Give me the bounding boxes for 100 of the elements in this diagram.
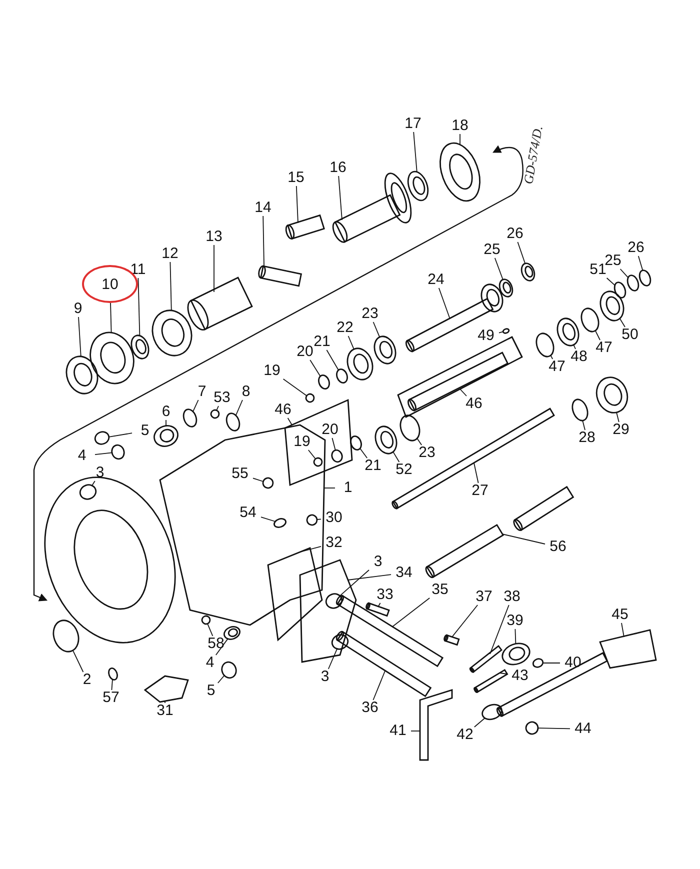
ring-part bbox=[336, 368, 348, 384]
plate-part bbox=[496, 629, 657, 717]
leader-line bbox=[413, 132, 418, 172]
shaft-part bbox=[425, 486, 574, 578]
leader-line bbox=[108, 432, 132, 438]
leader-line bbox=[170, 262, 172, 311]
callout-number: 8 bbox=[233, 383, 259, 401]
ring-part bbox=[154, 425, 178, 447]
leader-line bbox=[606, 278, 616, 286]
leader-line bbox=[110, 302, 112, 334]
ring-part bbox=[482, 704, 502, 720]
callout-number: 14 bbox=[250, 199, 276, 217]
callout-number: 28 bbox=[574, 429, 600, 447]
ring-part bbox=[346, 348, 374, 380]
leader-line bbox=[494, 258, 504, 280]
callout-number: 15 bbox=[283, 169, 309, 187]
callout-number: 44 bbox=[570, 720, 596, 738]
leader-line bbox=[192, 400, 199, 412]
callout-number: 58 bbox=[203, 635, 229, 653]
leader-line bbox=[316, 518, 322, 520]
leader-line bbox=[300, 546, 322, 552]
shaft-part bbox=[366, 602, 390, 617]
leader-line bbox=[360, 448, 368, 458]
ring-part bbox=[108, 668, 118, 680]
leader-line bbox=[460, 388, 467, 396]
ring-part bbox=[556, 318, 580, 346]
leader-line bbox=[378, 602, 381, 608]
ring-part bbox=[638, 270, 652, 286]
leader-line bbox=[438, 288, 450, 320]
leader-line bbox=[217, 675, 225, 684]
callout-number: 3 bbox=[365, 553, 391, 571]
leader-line bbox=[339, 570, 370, 596]
leader-line bbox=[550, 354, 554, 360]
ring-part bbox=[536, 332, 554, 358]
leader-line bbox=[260, 516, 276, 522]
callout-number: 3 bbox=[312, 668, 338, 686]
leader-line bbox=[638, 256, 644, 271]
ring-part bbox=[596, 376, 628, 414]
callout-number: 20 bbox=[317, 421, 343, 439]
ring-part bbox=[111, 444, 125, 460]
ring-part bbox=[350, 436, 362, 450]
ring-part bbox=[90, 332, 134, 384]
leader-line bbox=[138, 278, 140, 336]
leader-line bbox=[308, 450, 316, 460]
callout-number: 50 bbox=[617, 326, 643, 344]
leader-line bbox=[372, 322, 380, 338]
callout-number: 24 bbox=[423, 271, 449, 289]
callout-number: 39 bbox=[502, 612, 528, 630]
ring-part bbox=[614, 282, 626, 298]
callout-number: 21 bbox=[360, 457, 386, 475]
leader-line bbox=[348, 574, 392, 580]
leader-line bbox=[332, 438, 336, 451]
shaft-part bbox=[444, 634, 460, 646]
ring-part bbox=[374, 426, 398, 454]
callout-number: 19 bbox=[259, 362, 285, 380]
callout-number: 55 bbox=[227, 465, 253, 483]
callout-number: 56 bbox=[545, 538, 571, 556]
leader-line bbox=[620, 268, 629, 278]
callout-number: 2 bbox=[74, 671, 100, 689]
ring-part bbox=[66, 356, 98, 394]
plate-part bbox=[267, 547, 323, 642]
leader-line bbox=[94, 452, 112, 456]
leader-line bbox=[616, 412, 620, 422]
callout-number: 22 bbox=[332, 319, 358, 337]
callout-number: 17 bbox=[400, 115, 426, 133]
callout-number: 23 bbox=[414, 444, 440, 462]
ring-part bbox=[498, 278, 514, 298]
leader-line bbox=[619, 318, 626, 328]
leader-line bbox=[282, 378, 308, 396]
callout-number: 54 bbox=[235, 504, 261, 522]
leader-line bbox=[326, 350, 339, 371]
leader-line bbox=[416, 438, 422, 446]
ring-part bbox=[52, 620, 80, 652]
callout-number: 26 bbox=[623, 239, 649, 257]
ring-part bbox=[440, 142, 480, 202]
ring-part bbox=[130, 334, 150, 360]
callout-number: 47 bbox=[591, 339, 617, 357]
leader-line bbox=[207, 623, 214, 636]
leader-line bbox=[452, 604, 478, 638]
leader-line bbox=[573, 344, 576, 350]
callout-number: 5 bbox=[132, 422, 158, 440]
callout-number: 1 bbox=[335, 479, 361, 497]
callout-number: 25 bbox=[479, 241, 505, 259]
shaft-part bbox=[336, 630, 432, 698]
leader-line bbox=[474, 462, 479, 484]
callout-number: 27 bbox=[467, 482, 493, 500]
callout-number: 11 bbox=[125, 261, 151, 279]
leader-line bbox=[72, 650, 84, 672]
leader-line bbox=[78, 316, 82, 357]
drawing-code-text: GD-574/D. bbox=[520, 124, 546, 186]
callout-number: 19 bbox=[289, 433, 315, 451]
shaft-part bbox=[392, 408, 555, 510]
callout-number: 26 bbox=[502, 225, 528, 243]
ring-part bbox=[400, 414, 420, 442]
ring-part bbox=[572, 398, 588, 422]
callout-number: 13 bbox=[201, 228, 227, 246]
callout-number: 4 bbox=[69, 447, 95, 465]
ring-part bbox=[152, 310, 192, 356]
callout-number: 4 bbox=[197, 654, 223, 672]
ring-part bbox=[226, 412, 240, 432]
